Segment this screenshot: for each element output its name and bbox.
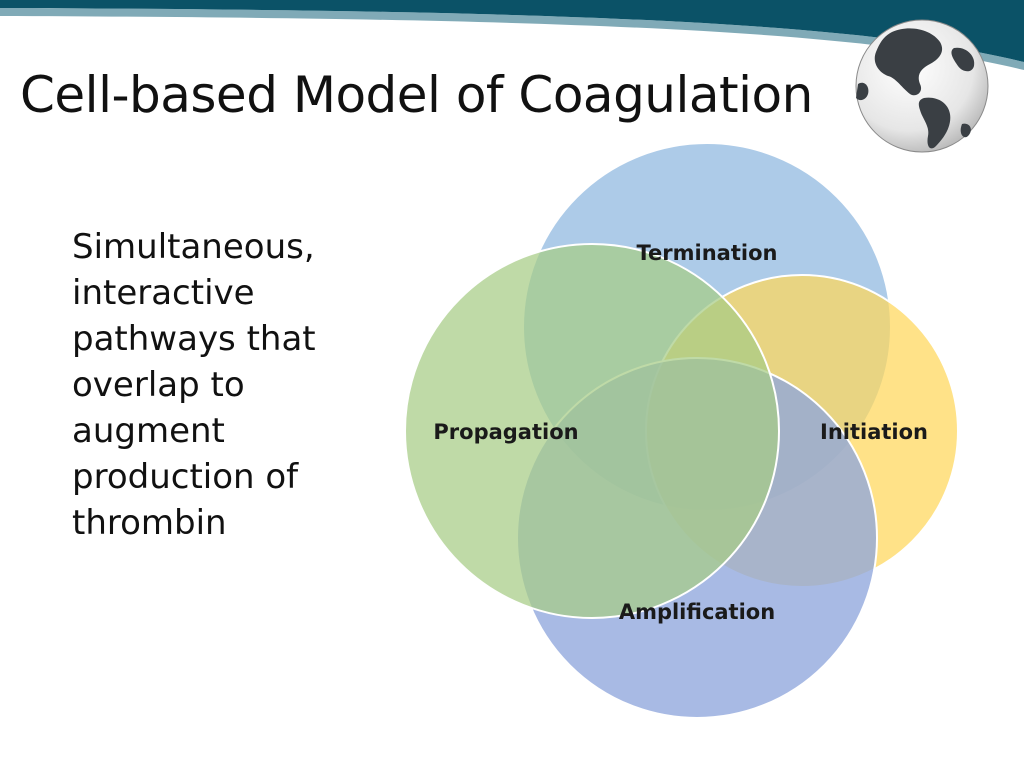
label-termination: Termination <box>637 241 778 265</box>
label-amplification: Amplification <box>619 600 775 624</box>
label-propagation: Propagation <box>433 420 578 444</box>
slide-body-text: Simultaneous, interactive pathways that … <box>72 227 316 543</box>
globe-icon <box>855 19 989 153</box>
top-banner <box>0 0 1024 70</box>
circle-propagation <box>404 243 780 619</box>
label-initiation: Initiation <box>820 420 928 444</box>
slide-title: Cell-based Model of Coagulation <box>20 66 813 124</box>
